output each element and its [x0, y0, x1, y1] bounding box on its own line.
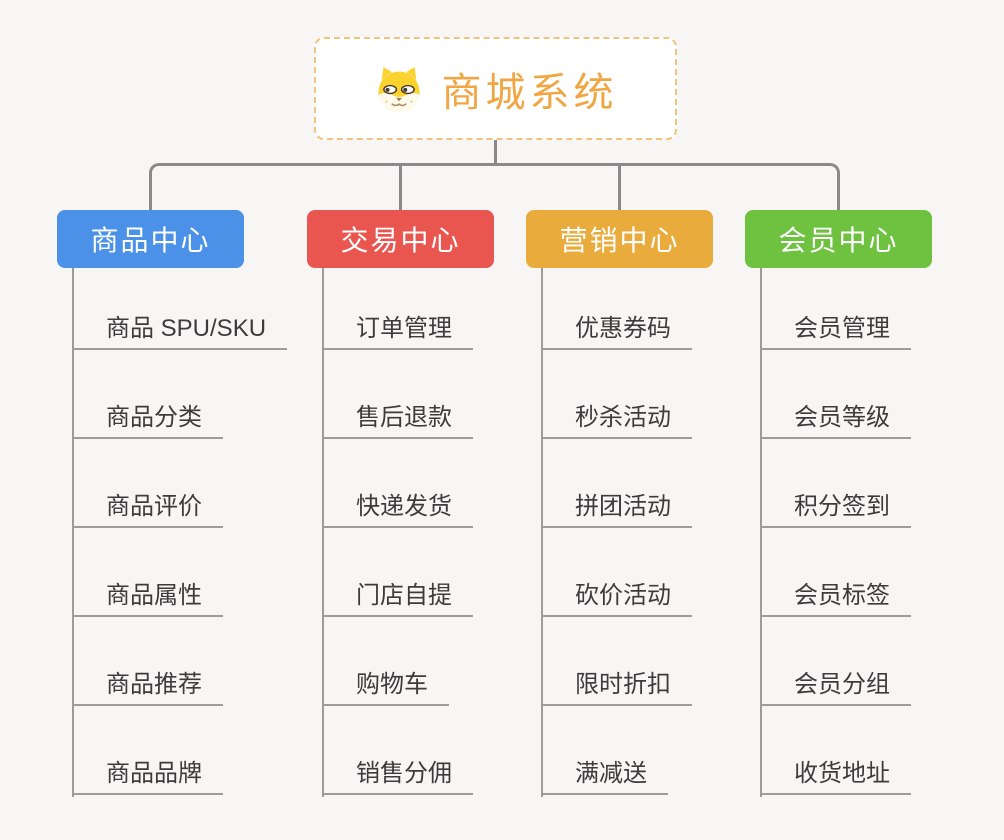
child-node-group-buy[interactable]: 拼团活动	[541, 488, 692, 528]
branch-header-trade-center[interactable]: 交易中心	[307, 210, 494, 268]
child-node-member-group[interactable]: 会员分组	[760, 666, 911, 706]
child-node-express-delivery[interactable]: 快递发货	[322, 488, 473, 528]
child-node-product-recommend[interactable]: 商品推荐	[72, 666, 223, 706]
branch-connector-line	[322, 268, 324, 797]
child-node-product-spu-sku[interactable]: 商品 SPU/SKU	[72, 310, 288, 350]
branch-marketing-center: 营销中心 优惠券码 秒杀活动 拼团活动 砍价活动 限时折扣 满减送	[526, 210, 786, 797]
branch-label: 会员中心	[778, 225, 899, 256]
dog-face-icon	[377, 66, 420, 113]
child-node-member-management[interactable]: 会员管理	[760, 310, 911, 350]
branch-connector-line	[541, 268, 543, 797]
branch-label: 交易中心	[340, 225, 461, 256]
child-node-product-review[interactable]: 商品评价	[72, 488, 223, 528]
child-node-product-attribute[interactable]: 商品属性	[72, 577, 223, 617]
child-node-member-level[interactable]: 会员等级	[760, 399, 911, 439]
child-node-flash-sale[interactable]: 秒杀活动	[541, 399, 692, 439]
root-node[interactable]: 商城系统	[314, 37, 677, 140]
child-node-after-sale-refund[interactable]: 售后退款	[322, 399, 473, 439]
child-node-points-checkin[interactable]: 积分签到	[760, 488, 911, 528]
branch-label: 商品中心	[90, 225, 211, 256]
branch-connector-line	[72, 268, 74, 797]
child-node-limited-time-discount[interactable]: 限时折扣	[541, 666, 692, 706]
child-node-shipping-address[interactable]: 收货地址	[760, 755, 911, 795]
branch-connector-line	[760, 268, 762, 797]
child-node-spend-save[interactable]: 满减送	[541, 755, 668, 795]
branch-trade-center: 交易中心 订单管理 售后退款 快递发货 门店自提 购物车 销售分佣	[307, 210, 567, 797]
connector-root-stub	[494, 138, 497, 164]
connector-drop-marketing	[618, 165, 621, 210]
root-title: 商城系统	[441, 70, 618, 115]
child-node-product-brand[interactable]: 商品品牌	[72, 755, 223, 795]
branch-header-member-center[interactable]: 会员中心	[745, 210, 932, 268]
child-node-bargain-activity[interactable]: 砍价活动	[541, 577, 692, 617]
branch-header-product-center[interactable]: 商品中心	[57, 210, 244, 268]
child-node-shopping-cart[interactable]: 购物车	[322, 666, 449, 706]
branch-header-marketing-center[interactable]: 营销中心	[526, 210, 713, 268]
branch-member-center: 会员中心 会员管理 会员等级 积分签到 会员标签 会员分组 收货地址	[745, 210, 1004, 797]
branch-product-center: 商品中心 商品 SPU/SKU 商品分类 商品评价 商品属性 商品推荐 商品品牌	[57, 210, 317, 797]
child-node-member-tag[interactable]: 会员标签	[760, 577, 911, 617]
child-node-order-management[interactable]: 订单管理	[322, 310, 473, 350]
branch-label: 营销中心	[559, 225, 680, 256]
child-node-sales-commission[interactable]: 销售分佣	[322, 755, 473, 795]
connector-drop-trade	[399, 165, 402, 210]
child-node-store-pickup[interactable]: 门店自提	[322, 577, 473, 617]
child-node-coupon-code[interactable]: 优惠券码	[541, 310, 692, 350]
child-node-product-category[interactable]: 商品分类	[72, 399, 223, 439]
connector-top-rail	[149, 163, 840, 210]
